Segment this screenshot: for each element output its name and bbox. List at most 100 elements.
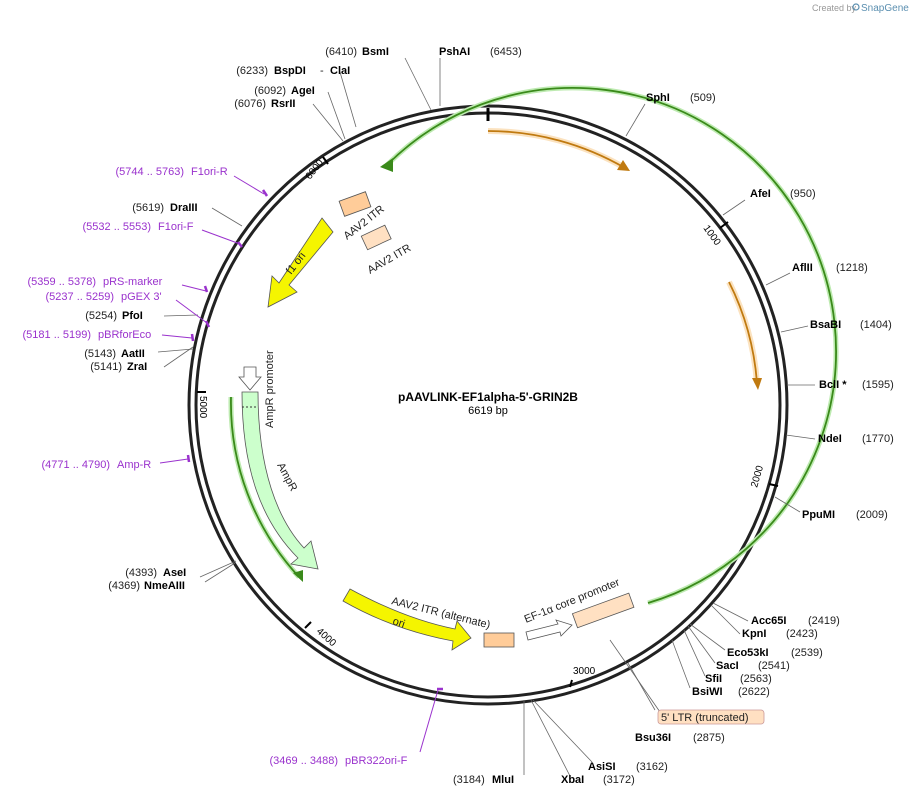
svg-text:(2539): (2539) (791, 647, 823, 659)
svg-text:(6092): (6092) (254, 85, 286, 97)
feature-ampr-promoter[interactable] (238, 366, 262, 391)
svg-text:(5254): (5254) (85, 310, 117, 322)
svg-text:3000: 3000 (573, 666, 596, 677)
svg-text:Acc65I: Acc65I (751, 615, 786, 627)
site-pshai[interactable]: PshAI(6453) (439, 46, 522, 58)
svg-text:SfiI: SfiI (705, 673, 722, 685)
svg-text:(1218): (1218) (836, 262, 868, 274)
tick-6000: 6000 (304, 156, 329, 182)
primer-f1ori-r[interactable]: (5744 .. 5763) F1ori-R (116, 166, 228, 178)
feature-aav2-itr-1[interactable] (338, 191, 372, 217)
site-bsmi[interactable]: (6410) BsmI (325, 46, 389, 58)
feature-ampr-label: AmpR (274, 461, 299, 494)
site-clai[interactable]: -ClaI (320, 65, 350, 77)
svg-text:(1770): (1770) (862, 433, 894, 445)
plasmid-name: pAAVLINK-EF1alpha-5'-GRIN2B (398, 390, 578, 404)
svg-text:(5619): (5619) (132, 202, 164, 214)
feature-ampr-promoter-label: AmpR promoter (264, 350, 276, 428)
site-acc65i[interactable]: Acc65I(2419) (751, 615, 840, 627)
site-pfoi[interactable]: (5254)PfoI (85, 310, 143, 322)
svg-text:pRS-marker: pRS-marker (103, 276, 163, 288)
site-asisi[interactable]: AsiSI(3162) (588, 761, 668, 773)
svg-text:MluI: MluI (492, 774, 514, 786)
svg-text:(6410): (6410) (325, 46, 357, 58)
site-ndei[interactable]: NdeI(1770) (818, 433, 894, 445)
feature-ef1a-box[interactable] (571, 592, 635, 629)
feature-ori-label: ori (391, 615, 406, 630)
site-eco53ki[interactable]: Eco53kI(2539) (727, 647, 823, 659)
green-orf-left (228, 396, 303, 582)
svg-text:pBRforEco: pBRforEco (98, 329, 151, 341)
primer-prs-marker[interactable]: (5359 .. 5378) pRS-marker (28, 276, 163, 288)
site-ppumi[interactable]: PpuMI(2009) (802, 509, 888, 521)
site-sphi[interactable]: SphI (509) (646, 92, 716, 104)
feature-ampr[interactable] (241, 391, 319, 570)
site-asei[interactable]: (4393)AseI (125, 567, 186, 579)
svg-text:(4771 .. 4790): (4771 .. 4790) (42, 459, 111, 471)
site-bcli[interactable]: BclI *(1595) (819, 379, 894, 391)
tick-5000: 5000 (197, 391, 208, 419)
site-rsrii[interactable]: (6076)RsrII (234, 98, 295, 110)
site-nmeaiii[interactable]: (4369)NmeAIII (108, 580, 185, 592)
svg-text:BspDI: BspDI (274, 65, 306, 77)
svg-text:KpnI: KpnI (742, 628, 766, 640)
primer-amp-r[interactable]: (4771 .. 4790)Amp-R (42, 459, 152, 471)
svg-text:2000: 2000 (749, 464, 766, 489)
site-bspdi[interactable]: (6233) BspDI (236, 65, 306, 77)
orange-orf-top (487, 128, 630, 171)
site-xbai[interactable]: XbaI(3172) (561, 774, 635, 786)
feature-5ltr-label: 5' LTR (truncated) (661, 712, 748, 724)
site-bsabi[interactable]: BsaBI(1404) (810, 319, 892, 331)
site-kpni[interactable]: KpnI (2423) (742, 628, 818, 640)
svg-text:5000: 5000 (197, 396, 208, 419)
svg-text:AgeI: AgeI (291, 85, 315, 97)
site-draiii[interactable]: (5619)DraIII (132, 202, 197, 214)
svg-text:(5532 .. 5553): (5532 .. 5553) (83, 221, 152, 233)
feature-ef1a-arrow[interactable] (525, 619, 573, 641)
svg-text:ClaI: ClaI (330, 65, 350, 77)
primer-pbr322ori-f[interactable]: (3469 .. 3488)pBR322ori-F (270, 755, 408, 767)
site-aatii[interactable]: (5143)AatII (84, 348, 145, 360)
svg-text:(1595): (1595) (862, 379, 894, 391)
svg-text:F1ori-F: F1ori-F (158, 221, 194, 233)
svg-text:(950): (950) (790, 188, 816, 200)
svg-text:(5181 .. 5199): (5181 .. 5199) (23, 329, 92, 341)
primer-pgex3[interactable]: (5237 .. 5259)pGEX 3' (46, 291, 162, 303)
svg-text:(2875): (2875) (693, 732, 725, 744)
feature-f1-ori[interactable] (267, 217, 334, 308)
site-zrai[interactable]: (5141)ZraI (90, 361, 147, 373)
site-saci[interactable]: SacI(2541) (716, 660, 790, 672)
svg-text:(5359 .. 5378): (5359 .. 5378) (28, 276, 97, 288)
svg-text:(5744 .. 5763): (5744 .. 5763) (116, 166, 185, 178)
svg-text:BsiWI: BsiWI (692, 686, 723, 698)
site-agei[interactable]: (6092) AgeI (254, 85, 315, 97)
svg-text:(6233): (6233) (236, 65, 268, 77)
primer-f1ori-f[interactable]: (5532 .. 5553) F1ori-F (83, 221, 194, 233)
svg-text:PshAI: PshAI (439, 46, 470, 58)
svg-text:6000: 6000 (304, 157, 327, 182)
site-bsu36i[interactable]: Bsu36I(2875) (635, 732, 725, 744)
svg-text:BsmI: BsmI (362, 46, 389, 58)
svg-text:AfeI: AfeI (750, 188, 771, 200)
site-bsiwi[interactable]: BsiWI(2622) (692, 686, 770, 698)
svg-text:(2423): (2423) (786, 628, 818, 640)
svg-text:XbaI: XbaI (561, 774, 584, 786)
svg-text:SphI: SphI (646, 92, 670, 104)
svg-text:AatII: AatII (121, 348, 145, 360)
site-mlui[interactable]: (3184)MluI (453, 774, 514, 786)
svg-text:4000: 4000 (314, 626, 338, 649)
primer-pbrforeco[interactable]: (5181 .. 5199) pBRforEco (23, 329, 152, 341)
feature-5ltr[interactable] (657, 709, 765, 725)
site-aflii[interactable]: AflII(1218) (792, 262, 868, 274)
primer-marks (186, 189, 443, 691)
svg-text:(509): (509) (690, 92, 716, 104)
feature-ori[interactable] (342, 588, 472, 651)
site-afei[interactable]: AfeI (950) (750, 188, 816, 200)
site-sfii[interactable]: SfiI(2563) (705, 673, 772, 685)
feature-aav2-itr-alt[interactable] (483, 632, 515, 648)
svg-text:F1ori-R: F1ori-R (191, 166, 228, 178)
svg-text:RsrII: RsrII (271, 98, 295, 110)
feature-aav2-itr-2[interactable] (360, 224, 392, 251)
svg-text:pBR322ori-F: pBR322ori-F (345, 755, 408, 767)
svg-text:AseI: AseI (163, 567, 186, 579)
